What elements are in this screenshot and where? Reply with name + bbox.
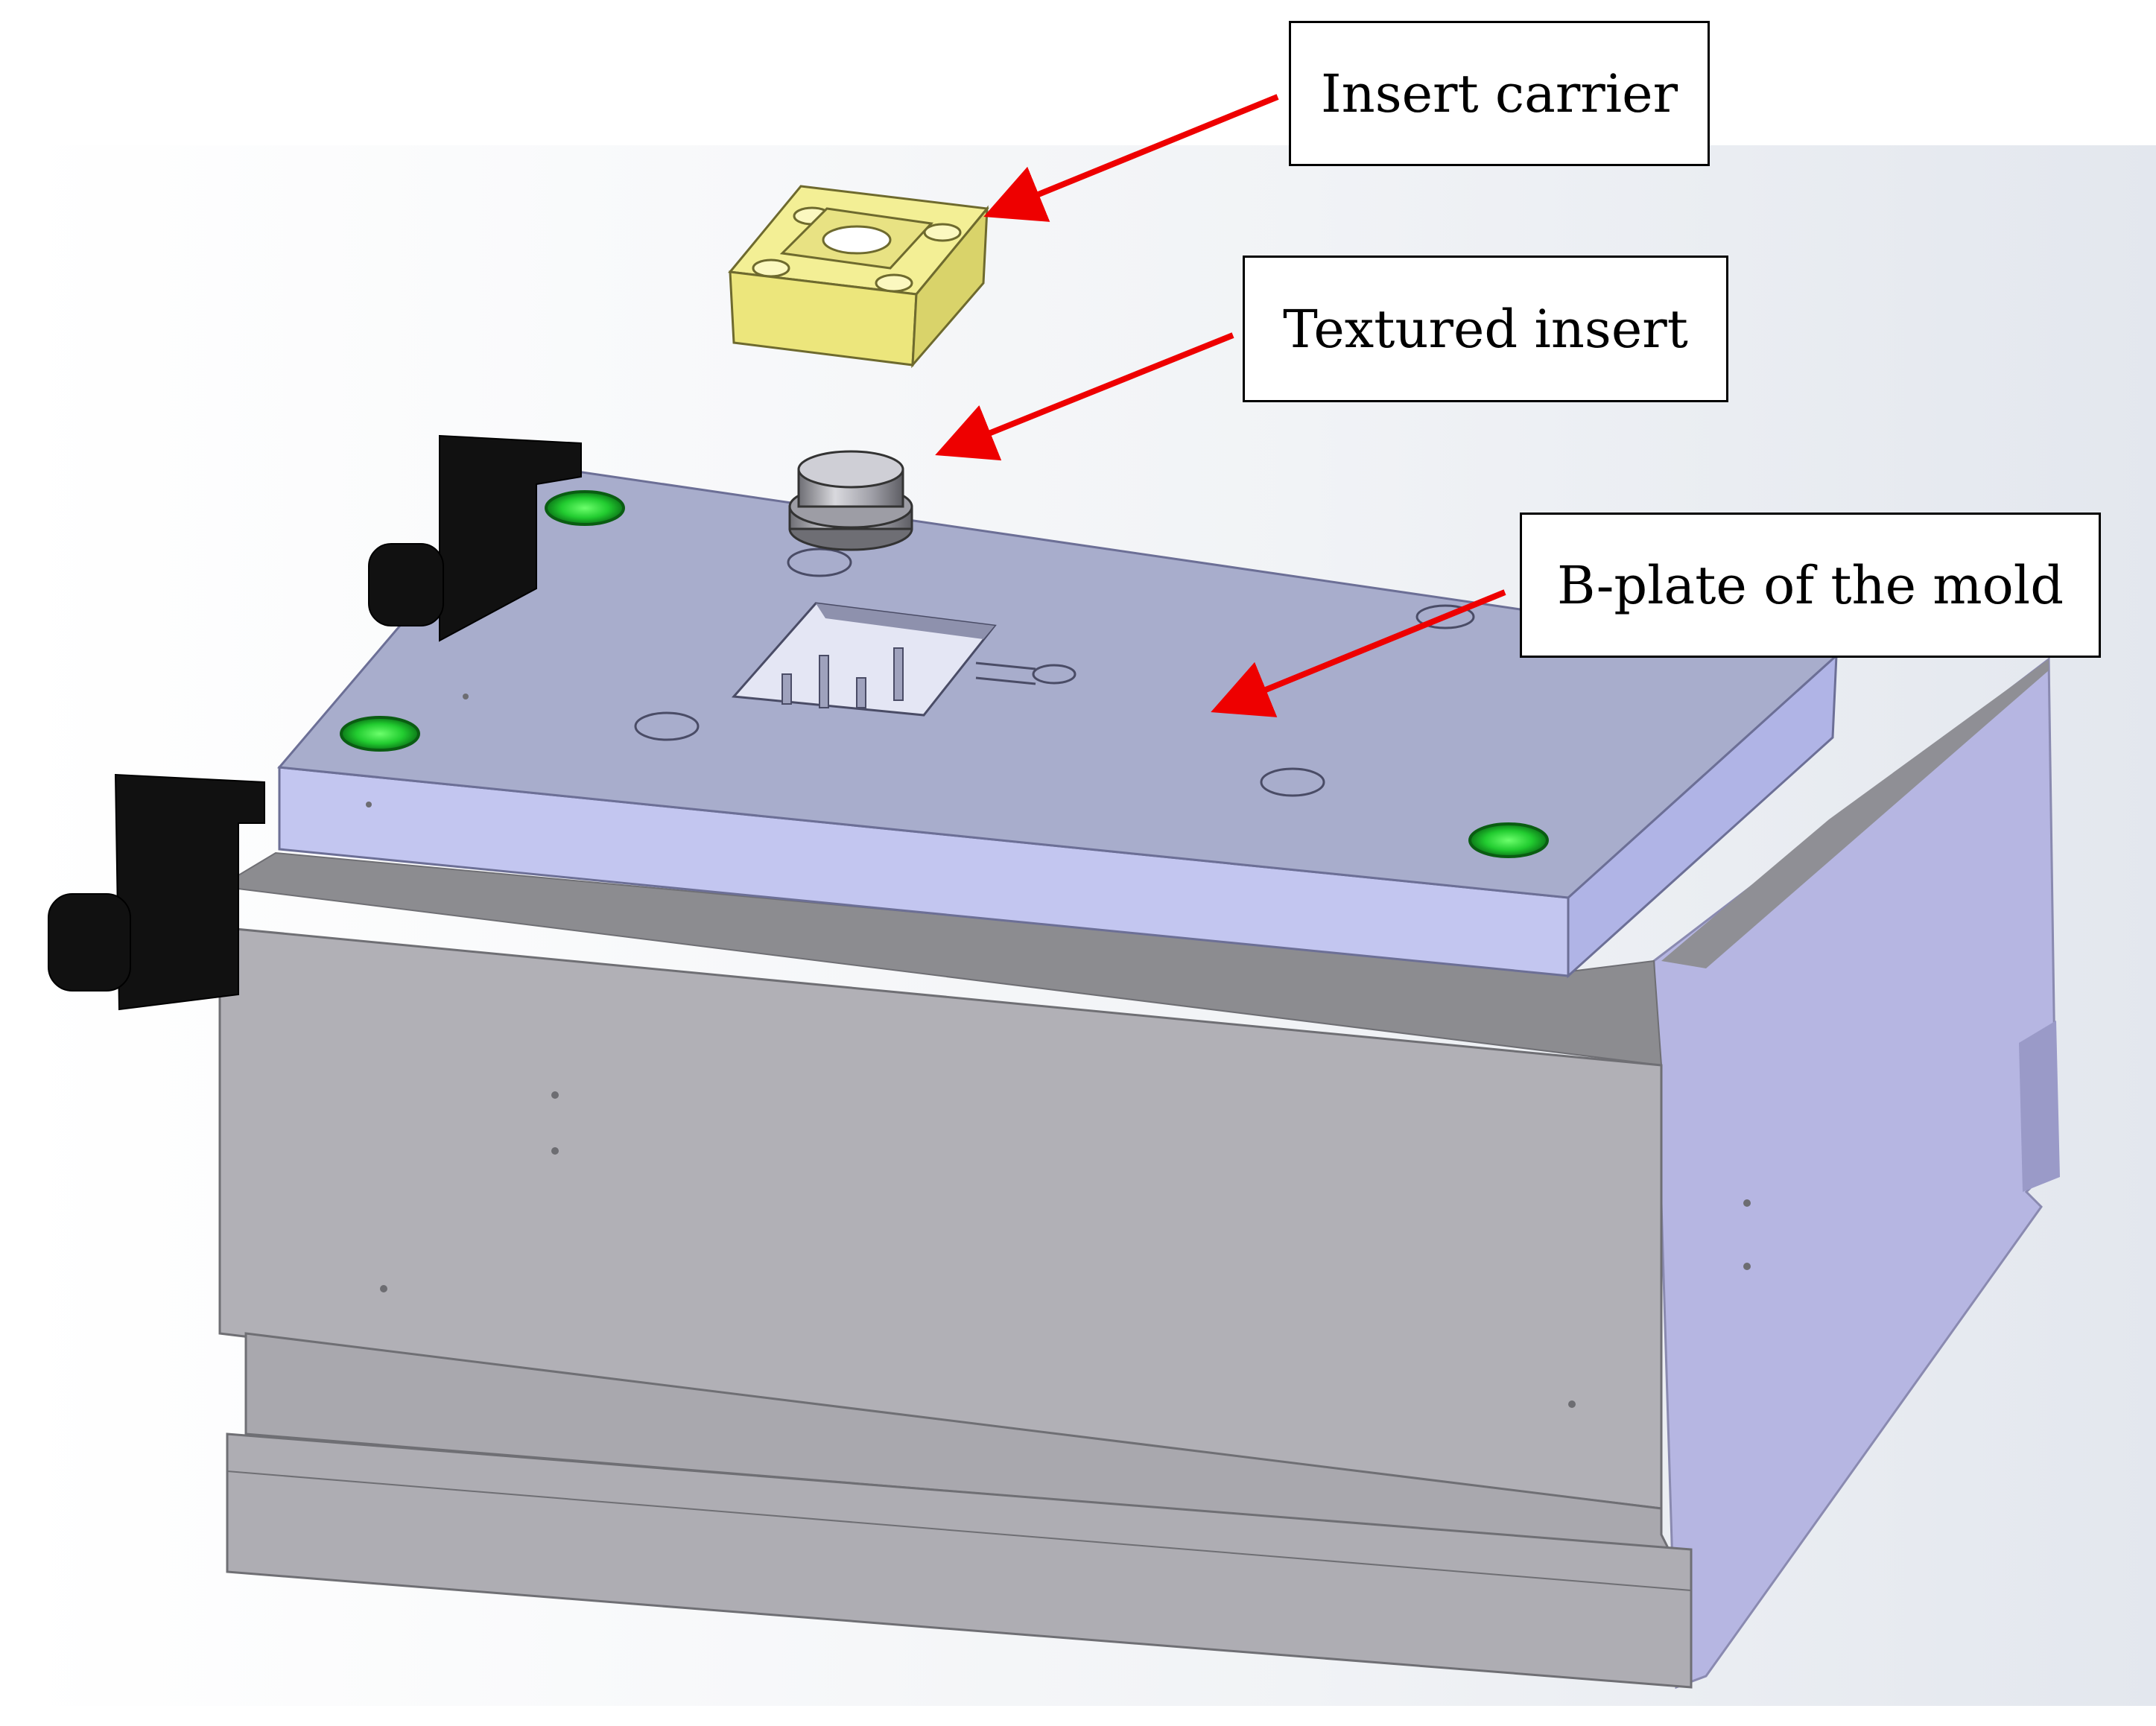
arrow-insert-carrier	[983, 94, 1279, 222]
guide-bushings	[340, 490, 1549, 858]
clamp-plate-groove	[226, 1470, 1692, 1591]
label-b-plate-text: B-plate of the mold	[1556, 554, 2064, 616]
mold-clamp-plate	[226, 1432, 1693, 1689]
mold-lower-band	[244, 1332, 1671, 1551]
label-insert-carrier: Insert carrier	[1289, 21, 1710, 166]
mold-right-notch	[2019, 1021, 2060, 1192]
label-b-plate: B-plate of the mold	[1520, 513, 2101, 658]
textured-insert	[788, 450, 913, 551]
surface-marks	[366, 694, 1751, 1408]
arrow-b-plate	[1211, 589, 1506, 717]
runner-slot	[975, 661, 1077, 685]
label-insert-carrier-text: Insert carrier	[1320, 63, 1678, 124]
mold-top-ledge	[217, 851, 1663, 1067]
label-textured-insert-text: Textured insert	[1283, 298, 1688, 360]
plate-holes	[634, 548, 1475, 797]
insert-carrier-part	[728, 185, 989, 369]
b-plate-pocket-wall	[816, 603, 995, 639]
label-textured-insert: Textured insert	[1243, 256, 1728, 402]
arrow-textured-insert	[935, 332, 1234, 461]
mold-upper-right-ledge	[1661, 659, 2049, 968]
pocket-pins	[781, 647, 904, 708]
water-connectors	[48, 434, 582, 1011]
